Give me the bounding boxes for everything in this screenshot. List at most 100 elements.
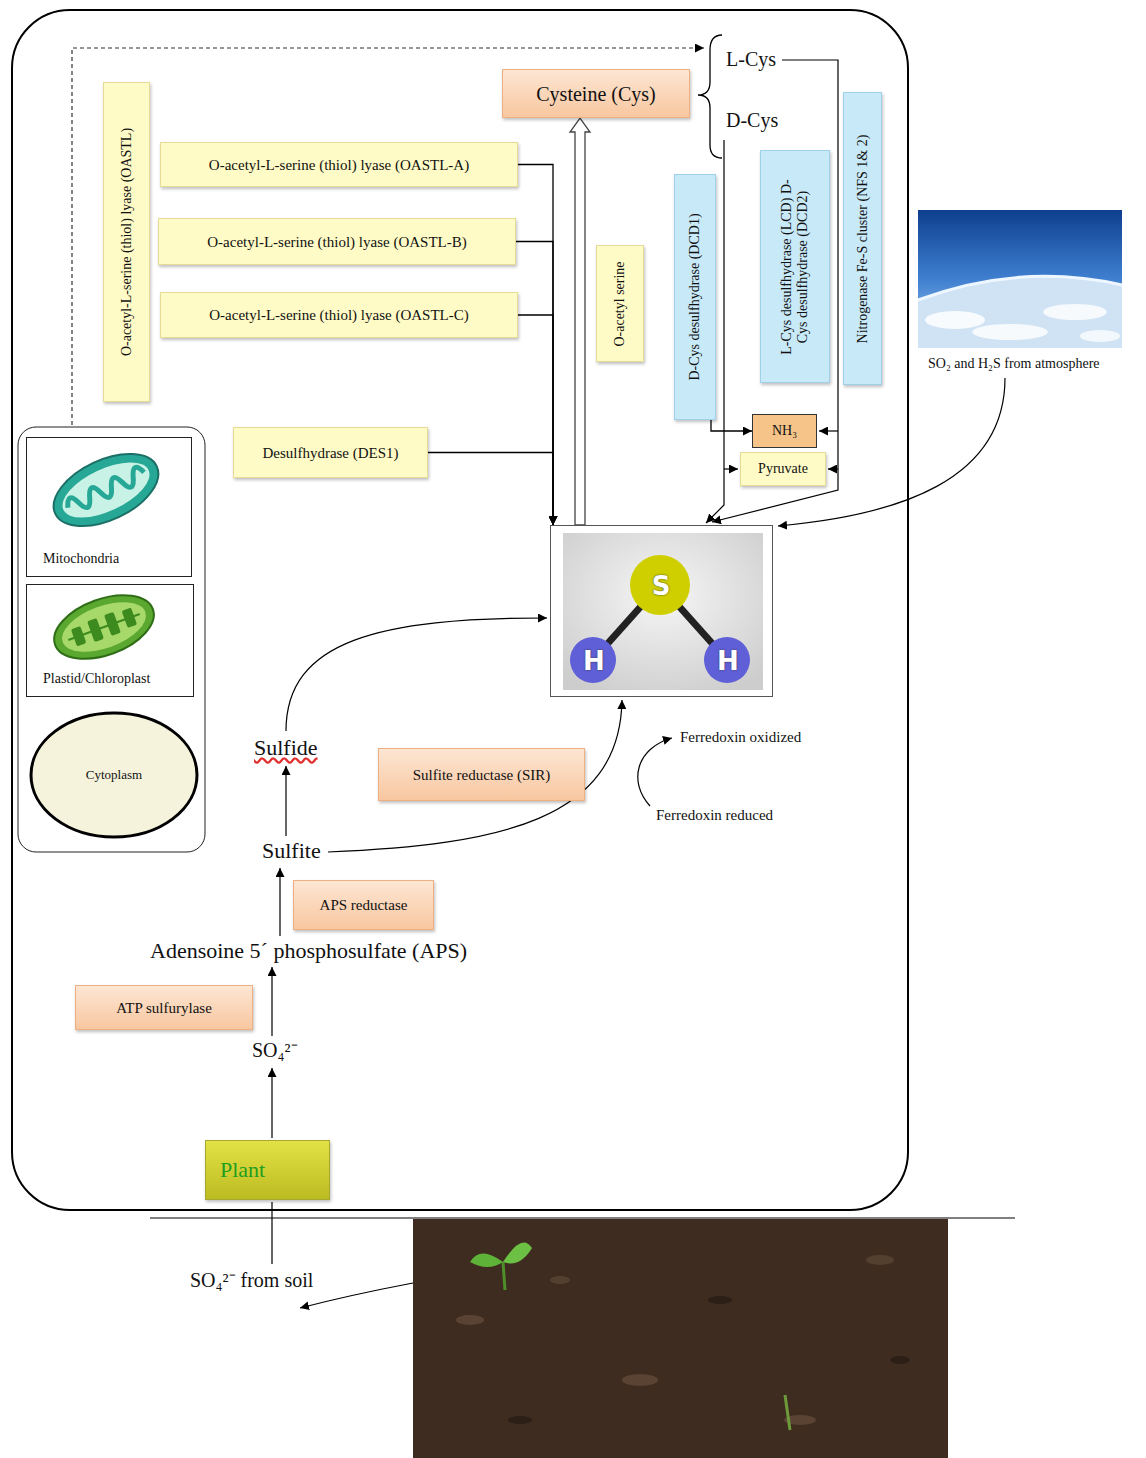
box-label: O-acetyl-L-serine (thiol) lyase (OASTL-B…	[207, 233, 467, 251]
organelle-ellipse: Cytoplasm	[28, 710, 200, 840]
organelle-box: Mitochondria	[26, 437, 192, 577]
atom-label: S	[652, 573, 671, 599]
organelle-box: Plastid/Chloroplast	[26, 584, 194, 697]
cloud	[972, 324, 1048, 340]
soil-clod	[866, 1255, 894, 1265]
box-label: Cysteine (Cys)	[536, 82, 655, 106]
enzyme-box: APS reductase	[293, 880, 434, 930]
connector	[518, 165, 553, 526]
enzyme-box: D-Cys desulfhydrase (DCD1)	[674, 174, 716, 420]
source-label: SO₂ and H₂S from atmosphere	[928, 356, 1100, 373]
soil-clod	[508, 1416, 532, 1424]
connector	[428, 453, 553, 526]
soil-clod	[622, 1374, 658, 1386]
box-label: L-Cys desulfhydrase (LCD) D-Cys desulfhy…	[779, 177, 811, 357]
molecule-box: S H H	[550, 525, 773, 697]
isomer-label: D-Cys	[726, 108, 778, 132]
sprout-leaf	[470, 1254, 503, 1268]
sprout-leaf	[503, 1242, 532, 1263]
atmosphere-image	[918, 210, 1122, 348]
dashed-arrow	[72, 48, 704, 425]
box-label: ATP sulfurylase	[116, 999, 212, 1017]
box-label: O-acetyl-L-serine (thiol) lyase (OASTL-C…	[209, 306, 469, 324]
box-label: D-Cys desulfhydrase (DCD1)	[687, 213, 703, 380]
mitochondrion-inner	[55, 451, 158, 529]
flow-line	[271, 1202, 272, 1264]
box-label: Pyruvate	[758, 461, 808, 478]
soil-clod	[550, 1276, 570, 1284]
flow-curve	[286, 618, 547, 731]
sprout-stem	[503, 1262, 505, 1290]
box-label: Plant	[220, 1157, 265, 1183]
compound-label: SO₄²⁻	[252, 1038, 298, 1062]
sprout-stem	[785, 1395, 790, 1430]
hollow-arrow	[570, 118, 590, 525]
soil-clod	[456, 1315, 484, 1325]
atom-label: H	[583, 648, 605, 674]
flow-arrow	[271, 1068, 272, 1138]
flow-curve	[328, 700, 622, 852]
brace	[698, 35, 722, 158]
cytoplasm-shape	[31, 713, 197, 837]
organelle-panel	[18, 427, 205, 852]
box-label: Desulfhydrase (DES1)	[262, 444, 398, 462]
box-label: Sulfite reductase (SIR)	[413, 766, 550, 784]
sulfur-atom	[630, 555, 690, 615]
soil-clod	[708, 1296, 732, 1304]
box-label: O-acetyl-L-serine (thiol) lyase (OASTL)	[118, 128, 134, 356]
earth-limb	[918, 276, 1122, 348]
cloud	[1080, 330, 1120, 342]
mitochondrion-outer	[43, 439, 170, 541]
thylakoid-stack	[87, 618, 104, 642]
soil-clod	[890, 1356, 910, 1364]
compound-label: Adensoine 5´ phosphosulfate (APS)	[150, 938, 467, 964]
isomer-label: L-Cys	[726, 47, 776, 71]
soil-image	[413, 1219, 948, 1458]
flow-arrow	[828, 468, 838, 469]
thylakoid-stack	[71, 626, 87, 646]
box-label: Nitrogenase Fe-S cluster (NFS 1& 2)	[854, 134, 870, 343]
compound-label: Sulfite	[262, 838, 321, 864]
connector	[516, 242, 553, 526]
thylakoid-stack	[104, 612, 121, 636]
atmosphere-glow	[918, 276, 1122, 300]
box-label: APS reductase	[320, 896, 408, 914]
connector	[711, 420, 752, 431]
box-label: NH₃	[772, 423, 797, 440]
enzyme-box: O-acetyl-L-serine (thiol) lyase (OASTL-C…	[160, 292, 518, 338]
chloroplast-icon	[46, 583, 163, 671]
flow-line	[712, 60, 838, 522]
flow-curve	[300, 1283, 413, 1308]
box-label: Cytoplasm	[86, 767, 142, 783]
enzyme-box: L-Cys desulfhydrase (LCD) D-Cys desulfhy…	[760, 150, 830, 383]
cofactor-label: Ferredoxin reduced	[656, 806, 773, 824]
connector	[518, 315, 553, 525]
flow-arrow	[819, 430, 838, 431]
cell-outline	[12, 10, 908, 1210]
hydrogen-atom	[704, 637, 750, 683]
box-label: Mitochondria	[43, 551, 119, 568]
enzyme-box: O-acetyl-L-serine (thiol) lyase (OASTL-A…	[160, 142, 518, 187]
hydrogen-atom	[570, 637, 616, 683]
enzyme-box: ATP sulfurylase	[75, 985, 253, 1030]
compound-box: O-acetyl serine	[596, 245, 644, 362]
enzyme-box: Nitrogenase Fe-S cluster (NFS 1& 2)	[843, 92, 882, 385]
cofactor-label: Ferredoxin oxidized	[680, 728, 801, 746]
cloud	[925, 311, 985, 329]
organism-box: Plant	[205, 1140, 330, 1200]
mitochondrion-icon	[43, 439, 170, 541]
source-label: SO₄²⁻ from soil	[190, 1268, 313, 1292]
enzyme-box: Desulfhydrase (DES1)	[233, 427, 428, 478]
compound-box: NH₃	[752, 414, 817, 448]
flow-arrow	[271, 967, 272, 1036]
flow-arrow	[279, 868, 280, 936]
box-label: O-acetyl serine	[612, 261, 628, 346]
flow-arrow	[724, 468, 738, 469]
box-label: O-acetyl-L-serine (thiol) lyase (OASTL-A…	[209, 156, 469, 174]
ground-line	[150, 1218, 1015, 1219]
compound-box: Cysteine (Cys)	[502, 69, 690, 118]
enzyme-box: Sulfite reductase (SIR)	[378, 748, 585, 801]
atom-label: H	[717, 648, 739, 674]
compound-label: Sulfide	[254, 735, 318, 761]
